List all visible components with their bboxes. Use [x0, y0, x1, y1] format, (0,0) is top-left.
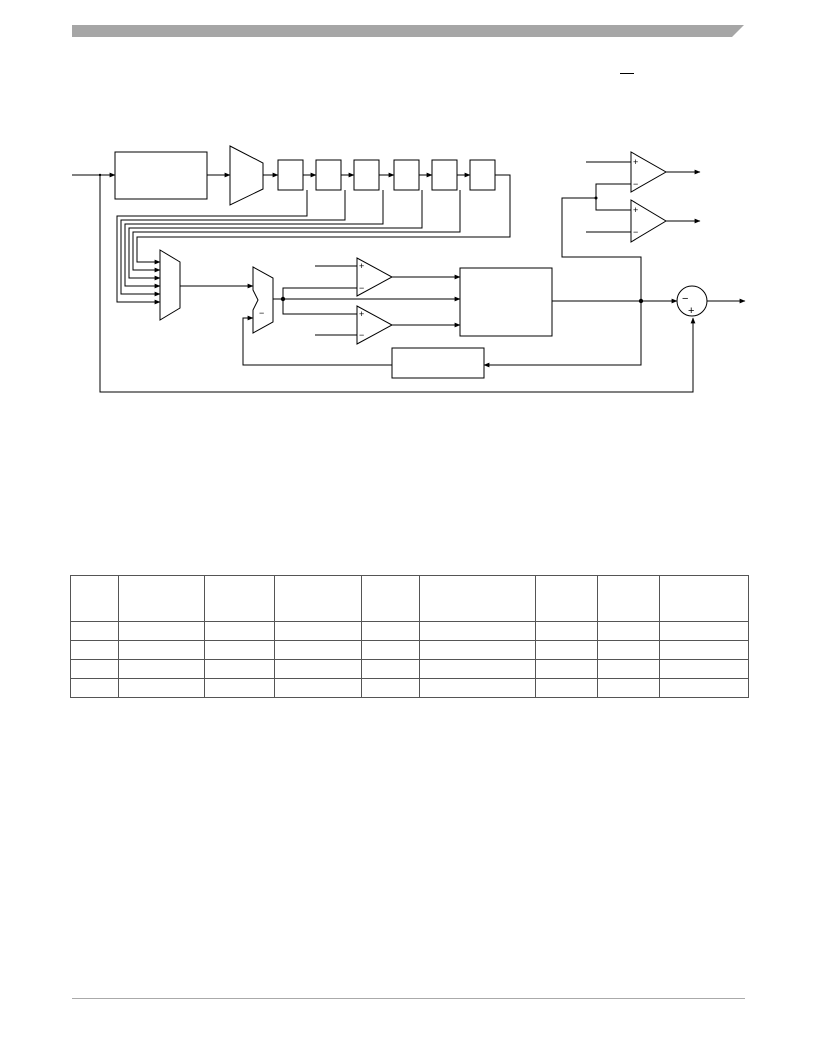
table-cell [535, 678, 598, 698]
table-cell [659, 678, 749, 698]
table-row [70, 678, 749, 698]
table-cell [659, 640, 749, 660]
table-cell [274, 640, 362, 660]
table-cell [659, 621, 749, 641]
comparator-mid-lower [356, 305, 394, 345]
table-row [70, 621, 749, 641]
block-diagram: + − + − + − + − − − + [72, 145, 746, 393]
table-cell [597, 659, 660, 679]
table-cell [535, 659, 598, 679]
table-cell [419, 640, 536, 660]
table-cell [204, 621, 275, 641]
register-4 [393, 159, 420, 191]
register-5 [431, 159, 458, 191]
table-cell [204, 678, 275, 698]
comparator-bottom-right [630, 199, 667, 243]
header-cell [361, 575, 420, 622]
table-cell [597, 678, 660, 698]
table-cell [118, 621, 205, 641]
table-cell [274, 659, 362, 679]
table-cell [361, 678, 420, 698]
table-cell [118, 678, 205, 698]
table-cell [419, 659, 536, 679]
header-cell [204, 575, 275, 622]
comp-tr-plus: + [633, 157, 638, 167]
table-cell [419, 621, 536, 641]
comp-mid-upper-plus: + [359, 261, 364, 271]
table-row [70, 640, 749, 660]
comp-br-plus: + [633, 205, 638, 215]
header-cell [597, 575, 660, 622]
register-6 [469, 159, 496, 191]
table-row [70, 659, 749, 679]
tap-mux [159, 249, 181, 321]
table-cell [204, 659, 275, 679]
table-cell [361, 659, 420, 679]
table-cell [274, 678, 362, 698]
table-cell [118, 640, 205, 660]
header-cell [70, 575, 119, 622]
comp-mid-lower-plus: + [359, 309, 364, 319]
header-cell [274, 575, 362, 622]
header-cell [419, 575, 536, 622]
comp-mid-lower-minus: − [359, 330, 364, 340]
spec-table [70, 575, 749, 698]
table-cell [419, 678, 536, 698]
table-cell [361, 621, 420, 641]
register-1 [277, 159, 304, 191]
table-cell [70, 659, 119, 679]
sum-plus: + [688, 305, 694, 317]
header-cell [535, 575, 598, 622]
table-cell [70, 621, 119, 641]
header-cell [659, 575, 749, 622]
table-cell [118, 659, 205, 679]
header-cell [118, 575, 205, 622]
mux-minus: − [259, 308, 264, 318]
table-cell [274, 621, 362, 641]
register-2 [315, 159, 342, 191]
table-cell [597, 640, 660, 660]
comp-tr-minus: − [633, 179, 638, 189]
header-bar [72, 25, 744, 37]
register-3 [353, 159, 380, 191]
table-cell [70, 640, 119, 660]
control-logic-block [459, 267, 553, 337]
footer-rule [72, 998, 745, 999]
sampler-block [229, 145, 264, 206]
comparator-mid-upper [356, 257, 394, 297]
table-cell [535, 621, 598, 641]
comp-mid-upper-minus: − [359, 283, 364, 293]
table-cell [659, 659, 749, 679]
comparator-top-right [630, 151, 668, 193]
overline-mark [620, 73, 634, 74]
feedback-block [391, 347, 485, 379]
comp-br-minus: − [633, 227, 638, 237]
difference-mux [252, 266, 274, 334]
sum-minus: − [682, 293, 688, 305]
front-end-block [114, 151, 208, 200]
table-cell [535, 640, 598, 660]
table-cell [597, 621, 660, 641]
table-cell [361, 640, 420, 660]
table-cell [204, 640, 275, 660]
table-header-row [70, 575, 749, 622]
table-cell [70, 678, 119, 698]
